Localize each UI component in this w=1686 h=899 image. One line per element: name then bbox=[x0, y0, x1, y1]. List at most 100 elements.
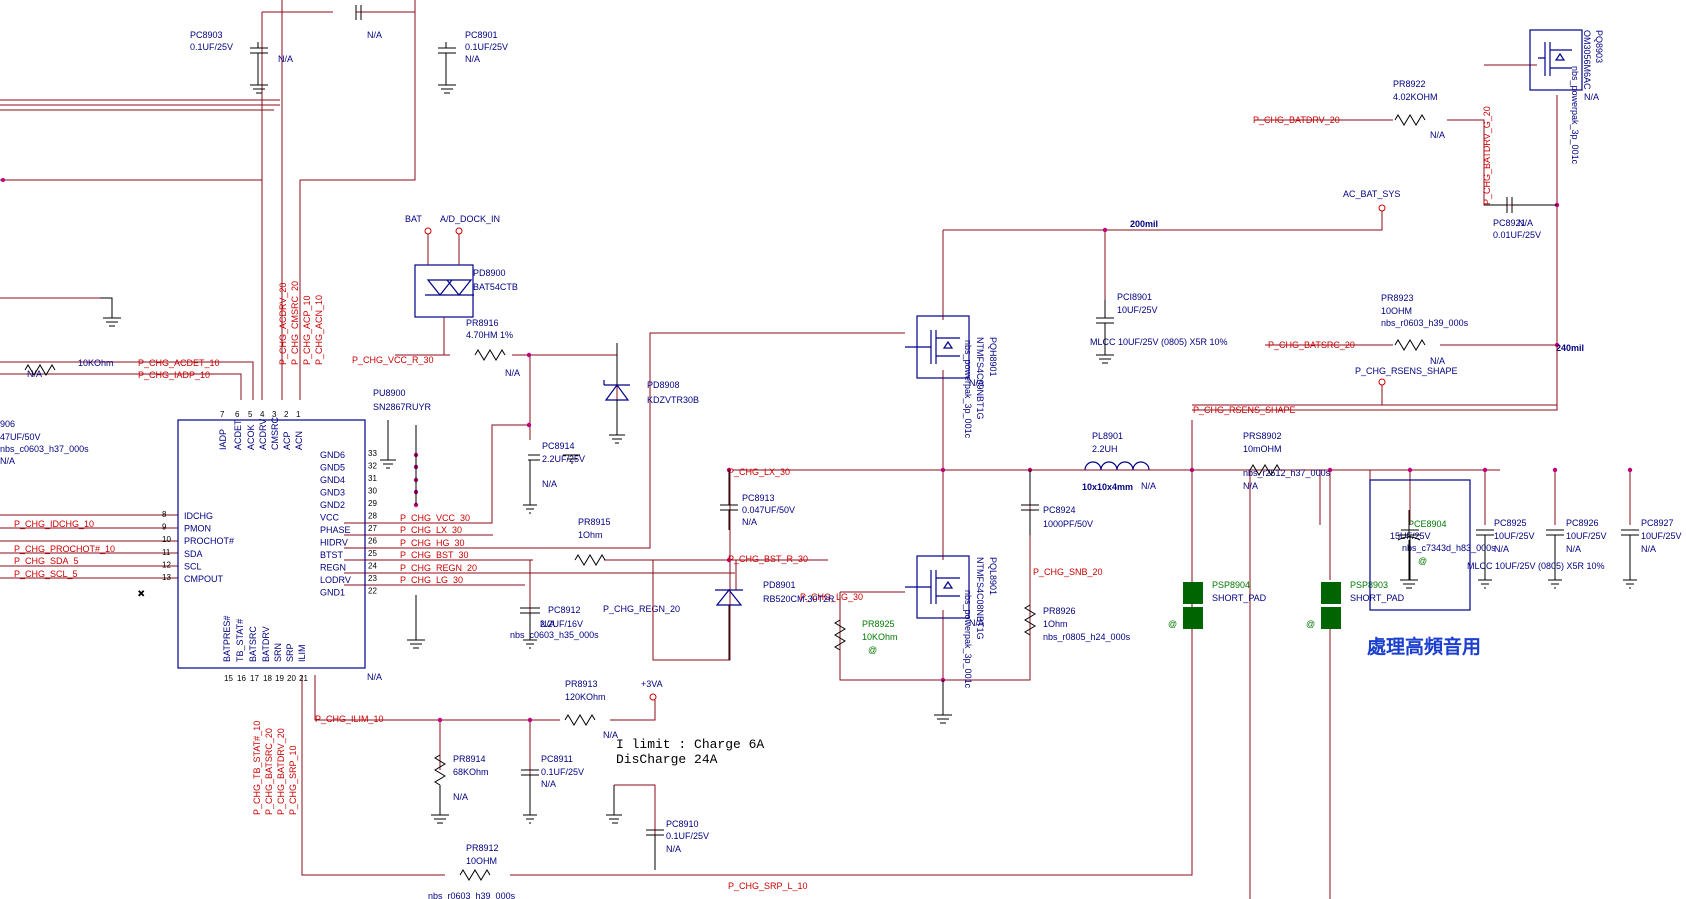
part-value: 1Ohm bbox=[1043, 619, 1068, 629]
net-label: P_CHG_LX_30 bbox=[400, 525, 462, 535]
ic-pin-name: PHASE bbox=[320, 525, 351, 535]
ic-pin-name: GND4 bbox=[320, 475, 345, 485]
ic-pin-name: PMON bbox=[184, 524, 211, 534]
part-value: 0.1UF/25V bbox=[190, 42, 233, 52]
part-value: 68KOhm bbox=[453, 767, 489, 777]
part-ref: PC8910 bbox=[666, 819, 699, 829]
ic-pin-name: BTST bbox=[320, 550, 344, 560]
ic-pin-number: 4 bbox=[260, 410, 265, 419]
part-value: 0.1UF/25V bbox=[541, 767, 584, 777]
part-ref: PR8913 bbox=[565, 679, 598, 689]
part-value: SHORT_PAD bbox=[1350, 593, 1405, 603]
part-ref: PC8913 bbox=[742, 493, 775, 503]
part-value: 1000PF/50V bbox=[1043, 519, 1093, 529]
part-ref: PC8924 bbox=[1043, 505, 1076, 515]
net-label: P_CHG_SNB_20 bbox=[1033, 567, 1103, 577]
na-label: N/A bbox=[1430, 130, 1445, 140]
ic-part: SN2867RUYR bbox=[373, 402, 432, 412]
net-label: P_CHG_IDCHG_10 bbox=[14, 519, 94, 529]
ic-pin-number: 28 bbox=[368, 512, 377, 521]
part-ref: PD8900 bbox=[473, 268, 506, 278]
na-label: N/A bbox=[541, 779, 556, 789]
ic-pin-number: 3 bbox=[272, 410, 277, 419]
part-value: NTMFS4C09NBT1G bbox=[975, 337, 985, 420]
ic-pin-number: 17 bbox=[250, 674, 259, 683]
na-label: N/A bbox=[453, 792, 468, 802]
power-label: BAT bbox=[405, 214, 422, 224]
ic-pin-number: 31 bbox=[368, 474, 377, 483]
part-ref: PC8927 bbox=[1641, 518, 1674, 528]
na-label: N/A bbox=[1518, 218, 1533, 228]
wires bbox=[0, 0, 1631, 899]
ic-pin-name: IADP bbox=[218, 429, 228, 450]
part-note: MLCC 10UF/25V (0805) X5R 10% bbox=[1467, 561, 1605, 571]
ic-pin-name: ACN bbox=[294, 431, 304, 450]
net-label: P_CHG_IADP_10 bbox=[138, 370, 210, 380]
part-footprint: nbs_powerpak_3p_001c bbox=[1570, 66, 1580, 165]
ic-pin-number: 30 bbox=[368, 487, 377, 496]
part-ref: PR8925 bbox=[862, 619, 895, 629]
net-label: P_CHG_TB_STAT#_10 bbox=[252, 721, 262, 815]
ic-pin-name: CMPOUT bbox=[184, 574, 223, 584]
na-label: N/A bbox=[465, 54, 480, 64]
symbols bbox=[24, 5, 1639, 899]
ic-pin-name: BATDRV bbox=[261, 626, 271, 662]
part-ref: PC8901 bbox=[465, 30, 498, 40]
part-value: 10mOHM bbox=[1243, 444, 1282, 454]
net-label: P_CHG_VCC_R_30 bbox=[352, 355, 434, 365]
limit-note-discharge: DisCharge 24A bbox=[616, 752, 718, 767]
ic-pin-name: SCL bbox=[184, 561, 202, 571]
ic-pin-number: 10 bbox=[162, 535, 171, 544]
part-value: NTMFS4C08NBT1G bbox=[975, 557, 985, 640]
part-value: 0.047UF/50V bbox=[742, 505, 795, 515]
part-value: 10UF/25V bbox=[1117, 305, 1158, 315]
na-label: N/A bbox=[1641, 544, 1656, 554]
ic-pin-name: GND2 bbox=[320, 500, 345, 510]
ic-pin-name: ACP bbox=[282, 431, 292, 450]
net-label: P_CHG_REGN_20 bbox=[603, 604, 680, 614]
na-label: N/A bbox=[603, 730, 618, 740]
part-footprint: nbs_c0603_h35_000s bbox=[510, 630, 599, 640]
na-label: N/A bbox=[969, 378, 984, 388]
labels: P_CHG_ACDET_10P_CHG_IADP_1010KOhmN/A9064… bbox=[0, 30, 1682, 899]
part-ref: PD8901 bbox=[763, 580, 796, 590]
na-label: N/A bbox=[540, 619, 555, 629]
part-ref: PL8901 bbox=[1092, 431, 1123, 441]
power-label: P_CHG_RSENS_SHAPE bbox=[1355, 366, 1458, 376]
part-value: 1Ohm bbox=[578, 530, 603, 540]
ic-pin-number: 16 bbox=[237, 674, 246, 683]
ic-pin-number: 2 bbox=[284, 410, 289, 419]
resistor-value: 10KOhm bbox=[78, 358, 114, 368]
ic-pin-name: ILIM bbox=[297, 644, 307, 662]
net-label: P_CHG_SDA_5 bbox=[14, 556, 79, 566]
ic-pin-number: 7 bbox=[220, 410, 225, 419]
na-label: N/A bbox=[542, 479, 557, 489]
part-value: 10OHM bbox=[1381, 306, 1412, 316]
part-value: 10UF/25V bbox=[1494, 531, 1535, 541]
net-label: P_CHG_LG_30 bbox=[800, 592, 863, 602]
part-value: 2.2UF/25V bbox=[542, 454, 585, 464]
net-label: P_CHG_LG_30 bbox=[400, 575, 463, 585]
net-label: P_CHG_BATDRV_G_20 bbox=[1482, 106, 1492, 205]
assembly-mark: @ bbox=[1418, 556, 1427, 566]
ic-pin-number: 24 bbox=[368, 562, 377, 571]
ic-na: N/A bbox=[367, 672, 382, 682]
part-value: KDZVTR30B bbox=[647, 395, 699, 405]
limit-note-charge: I limit : Charge 6A bbox=[616, 737, 764, 752]
net-label: P_CHG_ACDRV_20 bbox=[278, 283, 288, 365]
part-ref: PC8926 bbox=[1566, 518, 1599, 528]
ic-ref: PU8900 bbox=[373, 388, 406, 398]
net-label: P_CHG_BATSRC_20 bbox=[1268, 340, 1355, 350]
part-value: 10OHM bbox=[466, 856, 497, 866]
part-value: 4.02KOHM bbox=[1393, 92, 1438, 102]
ic-pin-name: BATPRES# bbox=[222, 616, 232, 662]
part-footprint: nbs_powerpak_3p_001c bbox=[963, 590, 973, 689]
part-ref: PQL8901 bbox=[988, 557, 998, 595]
ic-pin-number: 23 bbox=[368, 574, 377, 583]
part-ref: PRS8902 bbox=[1243, 431, 1282, 441]
ic-pu8900: PU8900 SN2867RUYR IADP7ACDET6ACOK5ACDRV4… bbox=[138, 388, 432, 683]
net-label: P_CHG_BST_R_30 bbox=[728, 554, 808, 564]
ic-pin-name: ACDET bbox=[233, 419, 243, 450]
ic-pin-name: SRP bbox=[285, 643, 295, 662]
